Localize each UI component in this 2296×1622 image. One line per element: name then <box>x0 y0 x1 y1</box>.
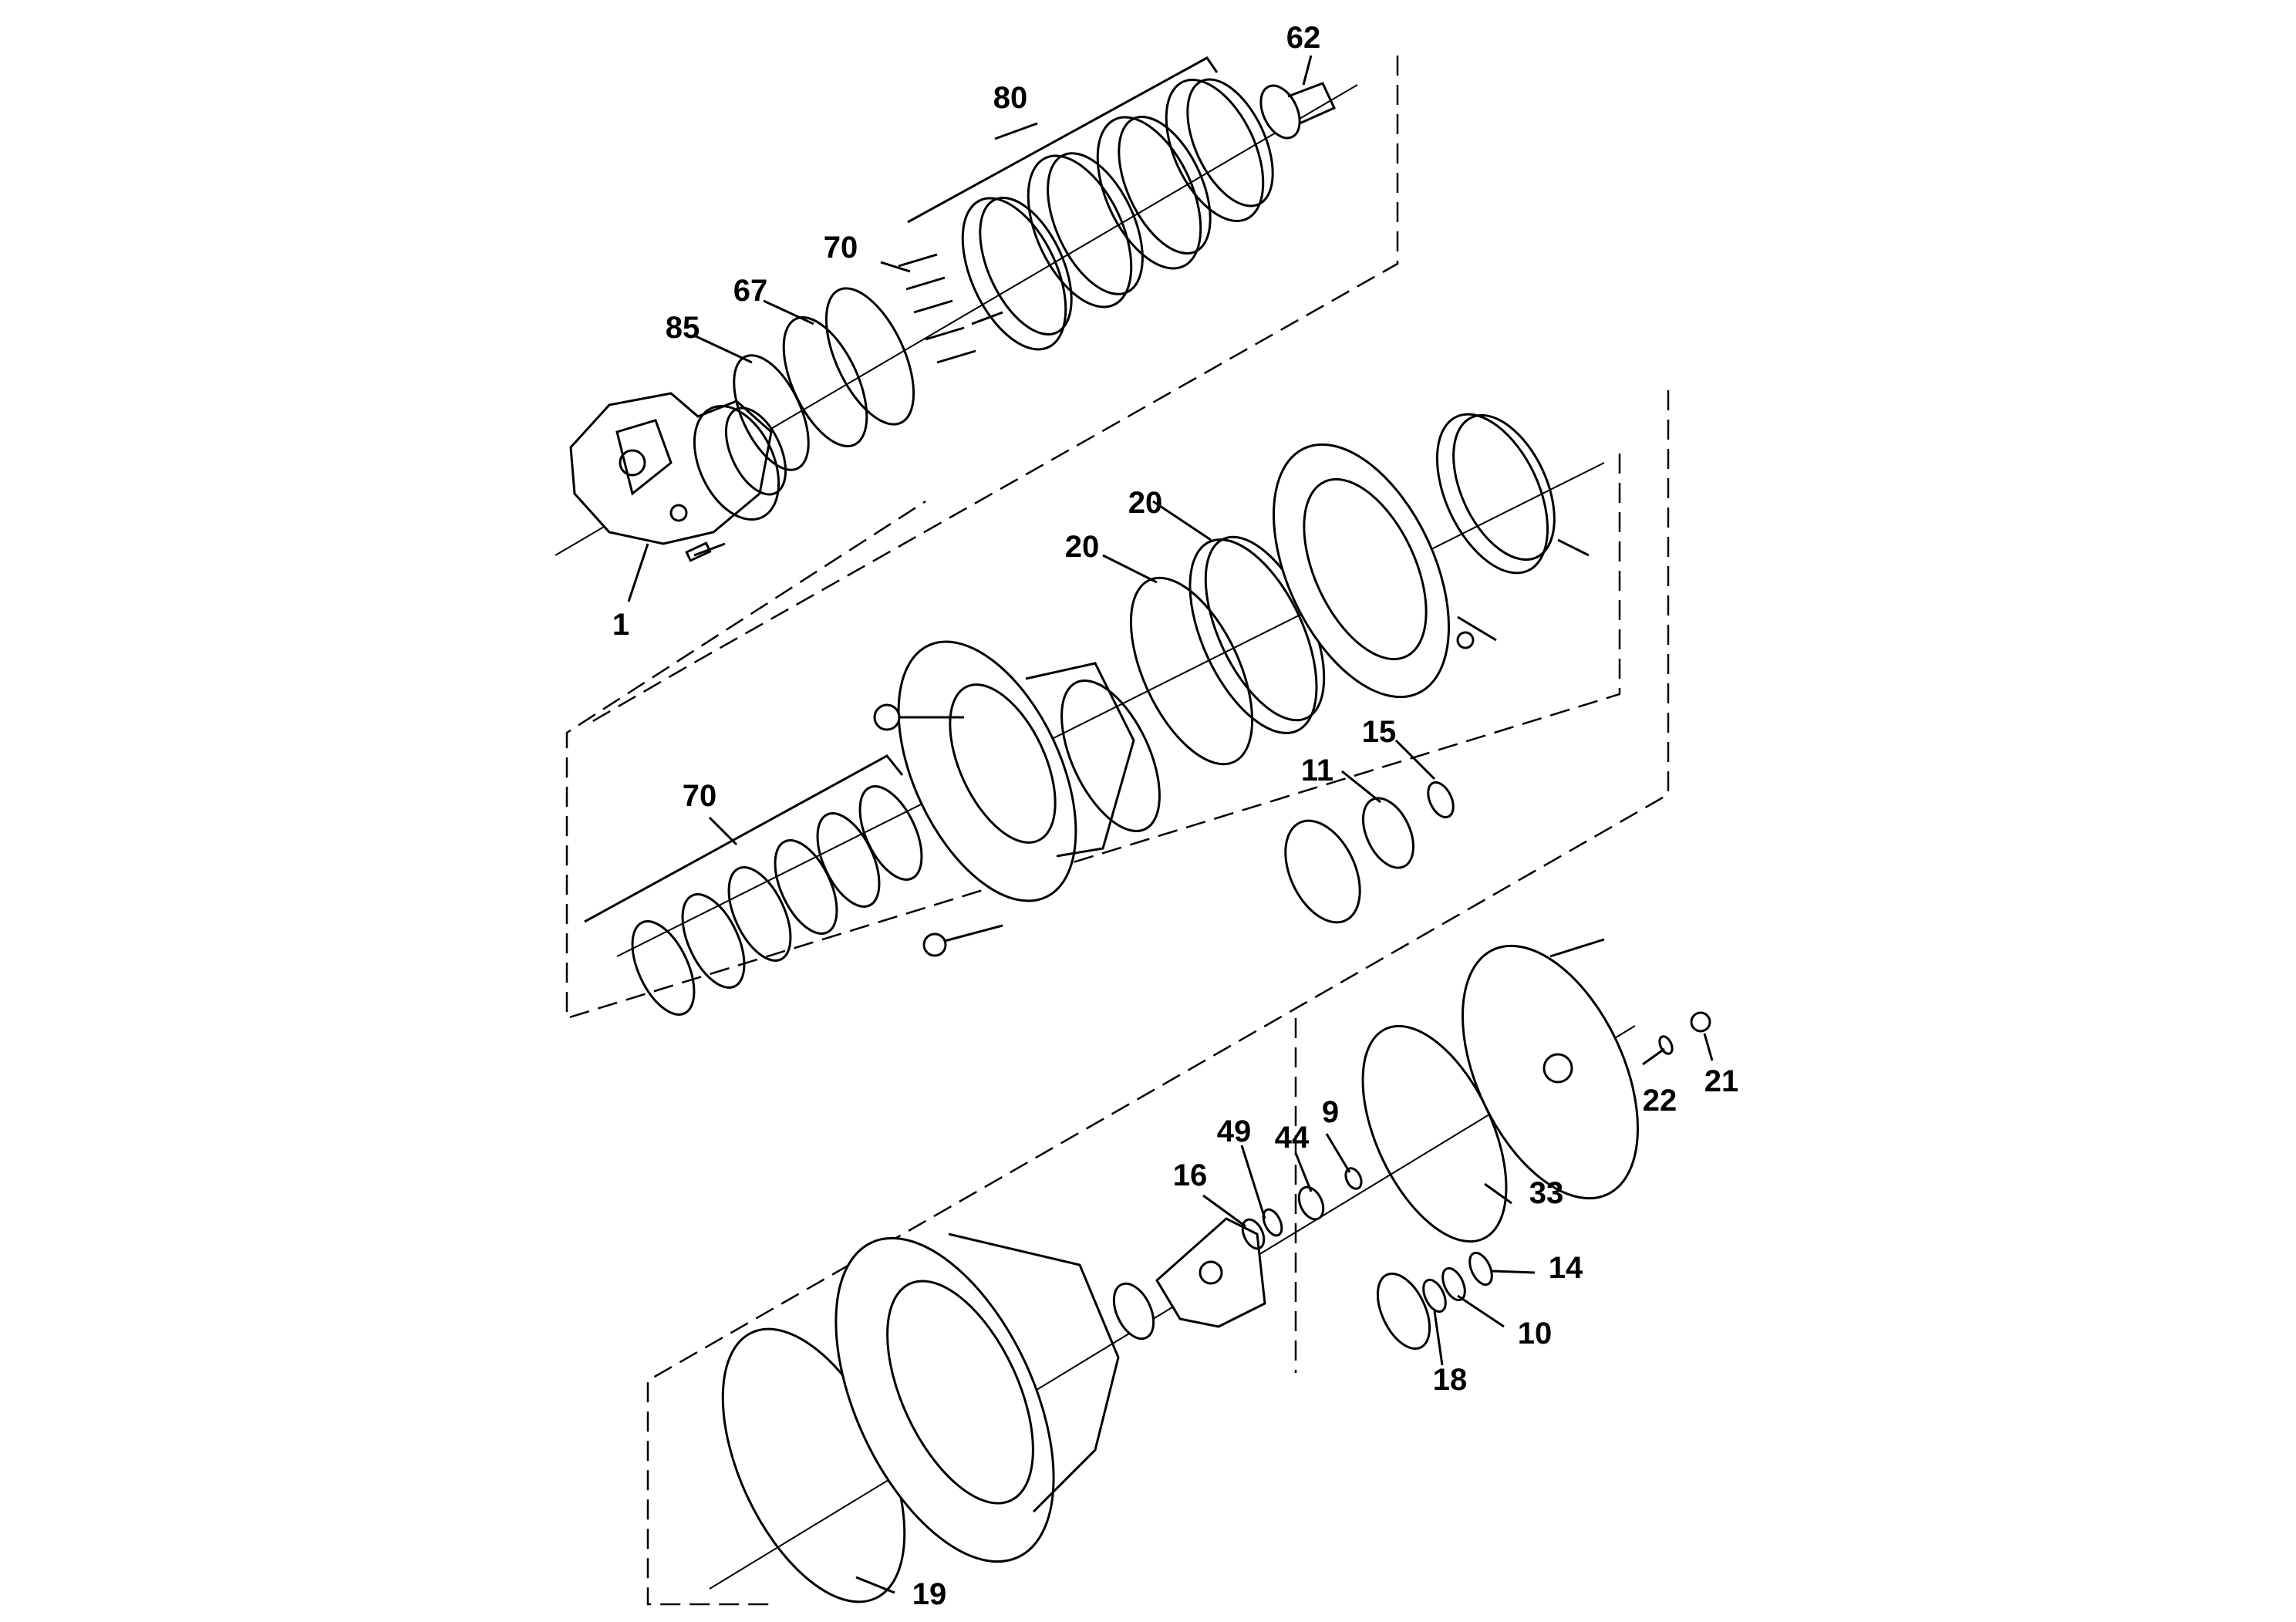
ring-49 <box>1262 1208 1283 1237</box>
callout-18: 18 <box>1433 1363 1468 1397</box>
callout-20-b: 20 <box>1065 530 1100 564</box>
ring-10 <box>1441 1266 1466 1302</box>
callout-10: 10 <box>1518 1317 1553 1351</box>
bolt <box>922 924 1003 957</box>
callout-9: 9 <box>1322 1095 1339 1129</box>
callout-33: 33 <box>1529 1176 1564 1210</box>
bearing-44 <box>1297 1185 1325 1221</box>
ring-9 <box>1344 1167 1363 1190</box>
motor-assembly <box>569 392 787 562</box>
callout-70-top: 70 <box>824 231 858 265</box>
callout-15: 15 <box>1362 715 1397 749</box>
ring-15 <box>1427 781 1455 819</box>
callout-67: 67 <box>733 274 768 308</box>
flange-bearing <box>1272 443 1497 699</box>
callout-11: 11 <box>1301 754 1333 787</box>
callout-22: 22 <box>1643 1084 1677 1118</box>
lock-ring <box>1435 413 1590 575</box>
callout-70-mid: 70 <box>683 779 717 813</box>
callout-labels: 62 80 70 67 85 1 20 20 15 11 70 9 49 44 … <box>612 21 1738 1611</box>
hub-housing <box>897 640 1161 902</box>
callout-16: 16 <box>1173 1158 1208 1192</box>
leader-lines <box>584 55 1714 1594</box>
assembly-boundary-lines <box>565 56 1670 1606</box>
brake-plates-70 <box>631 785 923 1016</box>
planet-carrier <box>1155 1217 1266 1328</box>
seal-ring-67 <box>782 287 915 447</box>
end-cover <box>1461 944 1640 1200</box>
callout-80: 80 <box>993 81 1028 115</box>
callout-62: 62 <box>1286 21 1321 55</box>
gear-11 <box>1284 797 1414 924</box>
callout-85: 85 <box>666 311 700 345</box>
planet-gear <box>1376 1272 1431 1351</box>
callout-49: 49 <box>1217 1114 1252 1148</box>
plug <box>873 703 964 731</box>
ring-14 <box>1468 1251 1493 1286</box>
bolt-top <box>1549 938 1605 958</box>
callout-19: 19 <box>912 1577 947 1611</box>
callout-21: 21 <box>1704 1064 1739 1098</box>
bearing <box>1112 1282 1155 1340</box>
ring-16 <box>1241 1218 1266 1250</box>
washer-22 <box>1658 1035 1674 1055</box>
callout-14: 14 <box>1549 1251 1583 1285</box>
centre-axes <box>555 84 1636 1590</box>
callout-1: 1 <box>612 608 629 642</box>
callout-20-a: 20 <box>1128 486 1163 520</box>
ring-18 <box>1422 1278 1447 1313</box>
ring-gear-housing <box>834 1233 1120 1563</box>
plug-21 <box>1690 1011 1711 1033</box>
shaft-62 <box>1259 82 1337 140</box>
brake-discs-80 <box>961 78 1274 351</box>
callout-44: 44 <box>1275 1121 1310 1155</box>
seal-ring-20-inner <box>1129 576 1254 766</box>
brake-pins-70 <box>898 253 1003 364</box>
